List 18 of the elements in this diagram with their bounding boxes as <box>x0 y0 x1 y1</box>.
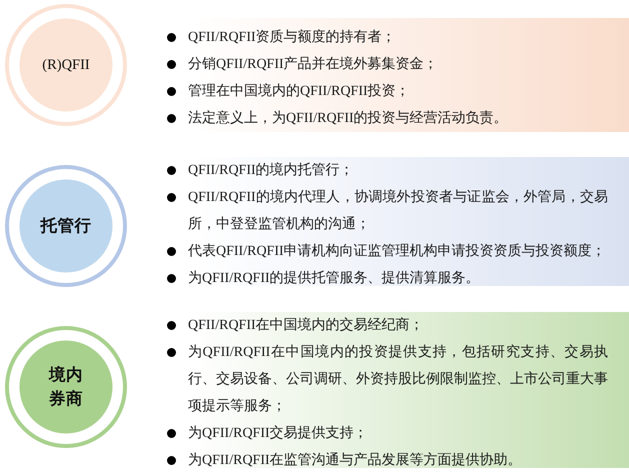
list-item-text: 为QFII/RQFII的提供托管服务、提供清算服务。 <box>188 270 481 288</box>
list-item-text: 分销QFII/RQFII产品并在境外募集资金； <box>188 55 439 74</box>
ringed-circle <box>5 326 127 448</box>
circle-label: 境内券商 <box>48 364 84 410</box>
list-item-text: 法定意义上，为QFII/RQFII的投资与经营活动负责。 <box>188 109 509 128</box>
list-item-text: QFII/RQFII的境内代理人，协调境外投资者与证监会，外管局，交易所，中登登监管机构的沟通； <box>188 188 608 234</box>
list-item-text: QFII/RQFII资质与额度的持有者； <box>188 28 397 47</box>
list-item-text: QFII/RQFII的境内托管行； <box>188 161 355 180</box>
ringed-circle <box>5 165 127 287</box>
list-item-text: 为QFII/RQFII在监管沟通与产品发展等方面提供协助。 <box>188 451 523 470</box>
list-item-text: 代表QFII/RQFII申请机构向证监管理机构申请投资资质与投资额度； <box>188 242 607 261</box>
ringed-circle <box>5 4 127 126</box>
list-item-text: QFII/RQFII在中国境内的交易经纪商； <box>188 316 425 335</box>
circle-label: 托管行 <box>40 215 92 237</box>
list-item-text: 为QFII/RQFII交易提供支持； <box>188 424 369 443</box>
list-item-text: 管理在中国境内的QFII/RQFII投资； <box>188 82 411 101</box>
list-item-text: 为QFII/RQFII在中国境内的投资提供支持，包括研究支持、交易执行、交易设备、公司调研、外资持股比例限制监控、上市公司重大事项提示等服务； <box>188 343 608 416</box>
circle-label: (R)QFII <box>42 56 90 74</box>
